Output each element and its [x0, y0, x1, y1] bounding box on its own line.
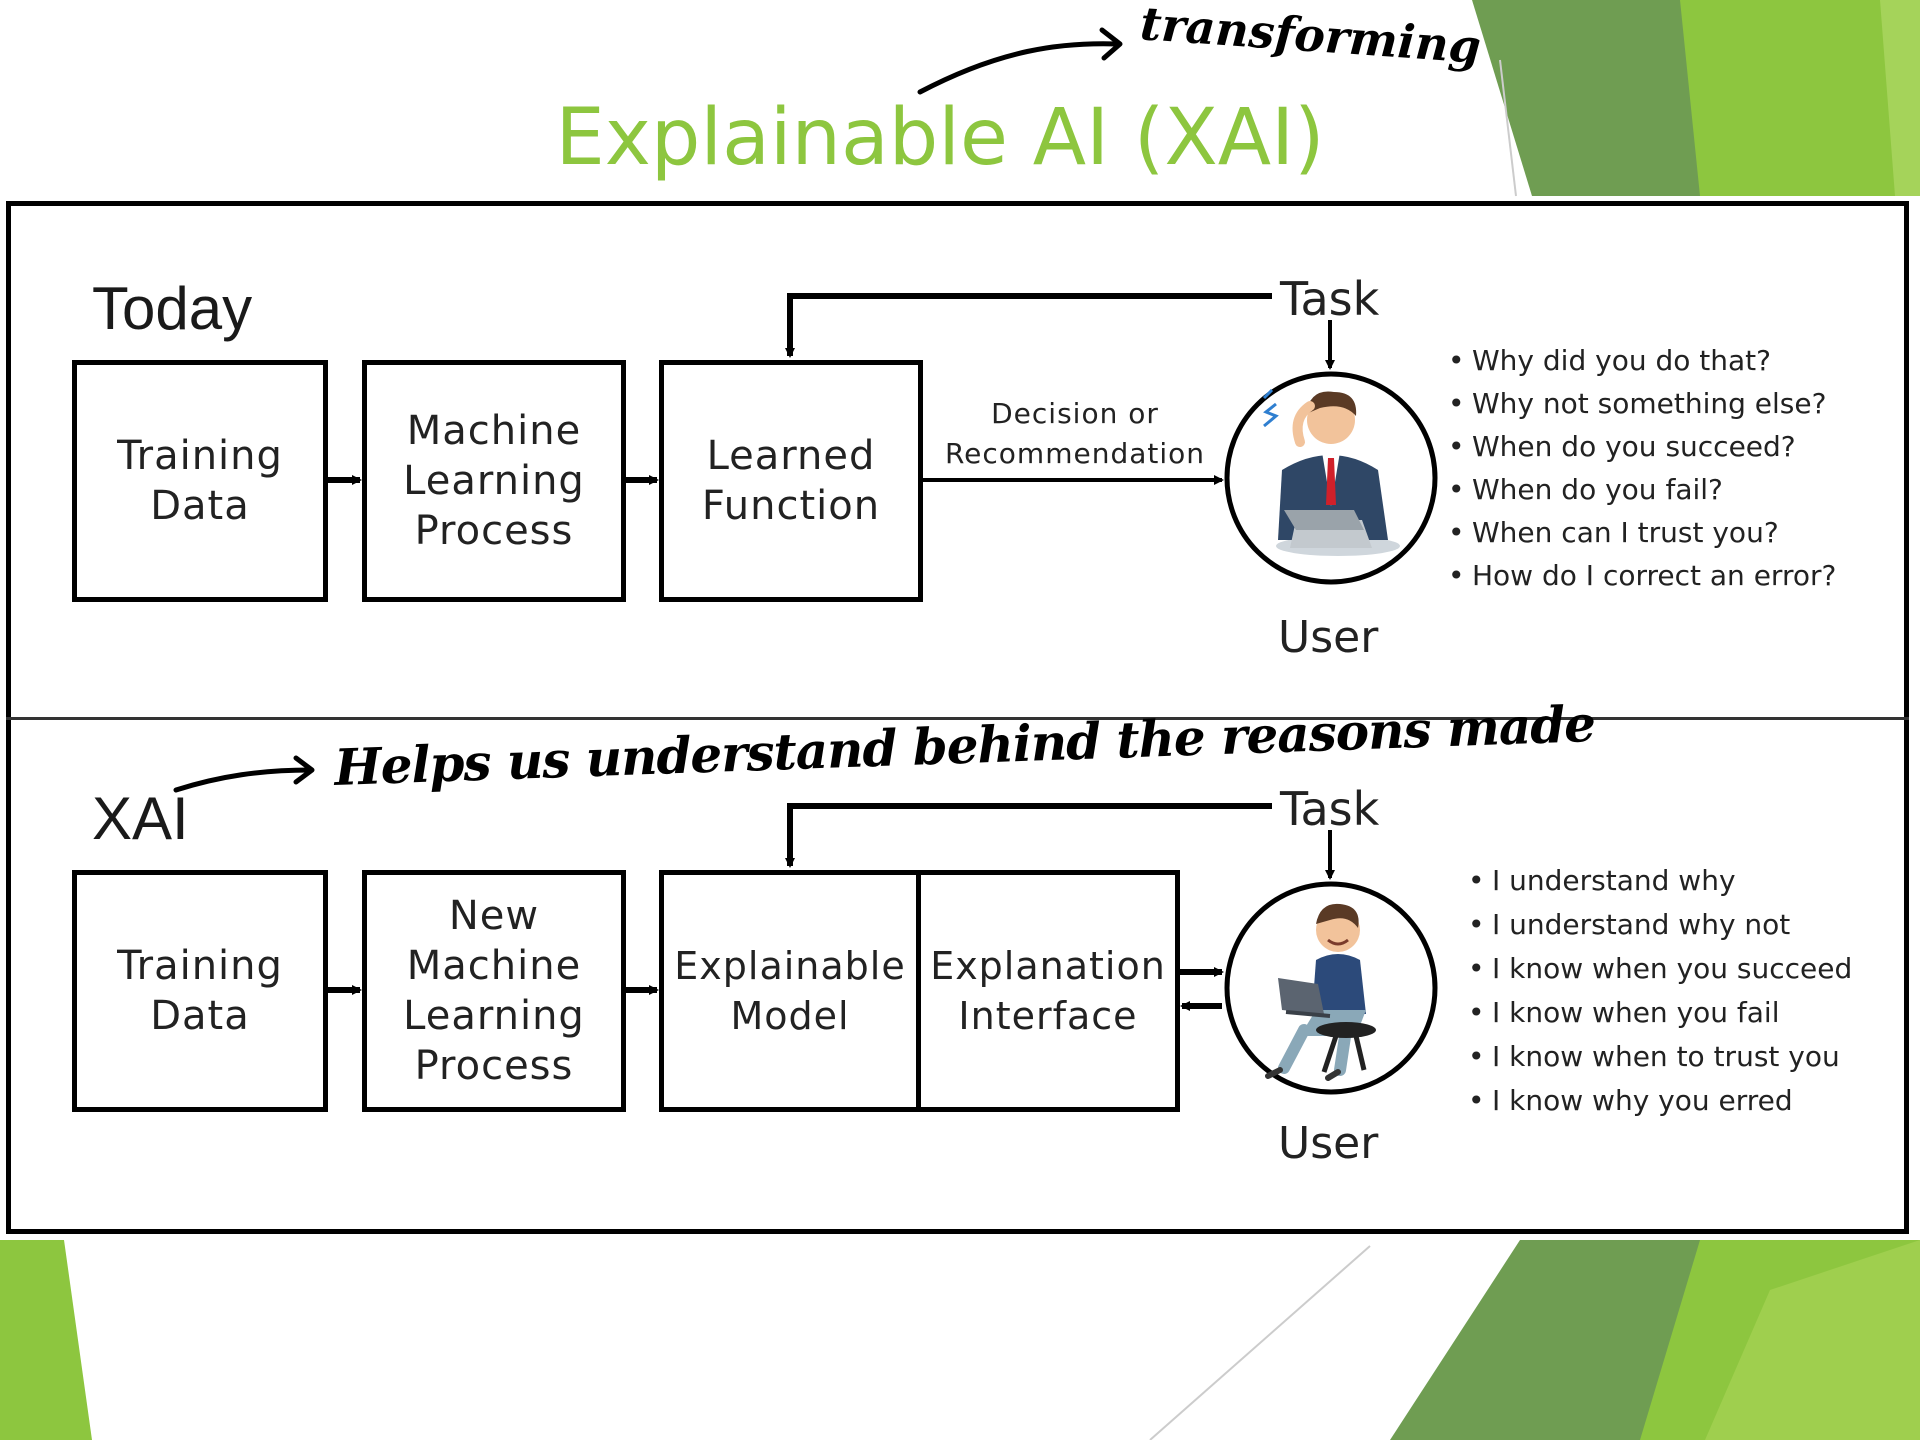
question-item: Why not something else? — [1448, 387, 1836, 430]
slide-title: Explainable AI (XAI) — [555, 93, 1325, 183]
today-training-data-box: Training Data — [72, 360, 328, 602]
xai-training-data-box: Training Data — [72, 870, 328, 1112]
xai-ml-process-box: New Machine Learning Process — [362, 870, 626, 1112]
top-right-triangle-mid — [1880, 0, 1920, 196]
today-ml-process-box: Machine Learning Process — [362, 360, 626, 602]
bottom-thin-line — [1149, 1245, 1371, 1440]
answer-item: I know when you fail — [1468, 996, 1852, 1040]
today-learned-function-label: Learned Function — [701, 433, 881, 529]
xai-task-label: Task — [1280, 782, 1380, 836]
explanation-interface-label: Explanation Interface — [930, 944, 1166, 1038]
question-item: How do I correct an error? — [1448, 559, 1836, 602]
today-learned-function-box: Learned Function — [659, 360, 923, 602]
question-item: Why did you do that? — [1448, 344, 1836, 387]
section-divider — [6, 717, 1909, 720]
today-ml-process-label: Machine Learning Process — [403, 408, 585, 554]
explanation-interface-box: Explanation Interface — [916, 870, 1180, 1112]
xai-training-data-label: Training Data — [117, 943, 283, 1039]
xai-ml-process-label: New Machine Learning Process — [403, 893, 585, 1089]
explainable-model-box: Explainable Model — [659, 870, 921, 1112]
answer-item: I know when to trust you — [1468, 1040, 1852, 1084]
answer-item: I understand why not — [1468, 908, 1852, 952]
decision-label: Decision or Recommendation — [944, 397, 1206, 470]
today-questions-list: Why did you do that? Why not something e… — [1448, 344, 1836, 602]
question-item: When can I trust you? — [1448, 516, 1836, 559]
question-item: When do you succeed? — [1448, 430, 1836, 473]
today-training-data-label: Training Data — [117, 433, 283, 529]
xai-user-label: User — [1278, 1118, 1379, 1169]
answer-item: I know when you succeed — [1468, 952, 1852, 996]
today-task-label: Task — [1280, 272, 1380, 326]
today-heading: Today — [92, 275, 253, 342]
top-right-thin-line — [1499, 59, 1517, 197]
bottom-left-triangle — [0, 1240, 92, 1440]
answer-item: I understand why — [1468, 864, 1852, 908]
today-user-label: User — [1278, 612, 1379, 663]
question-item: When do you fail? — [1448, 473, 1836, 516]
answer-item: I know why you erred — [1468, 1084, 1852, 1128]
explainable-model-label: Explainable Model — [674, 944, 906, 1038]
xai-heading: XAI — [92, 785, 189, 852]
bottom-right-triangle-lime — [1705, 1240, 1920, 1440]
xai-answers-list: I understand why I understand why not I … — [1468, 864, 1852, 1128]
top-right-triangle-light — [1680, 0, 1920, 196]
